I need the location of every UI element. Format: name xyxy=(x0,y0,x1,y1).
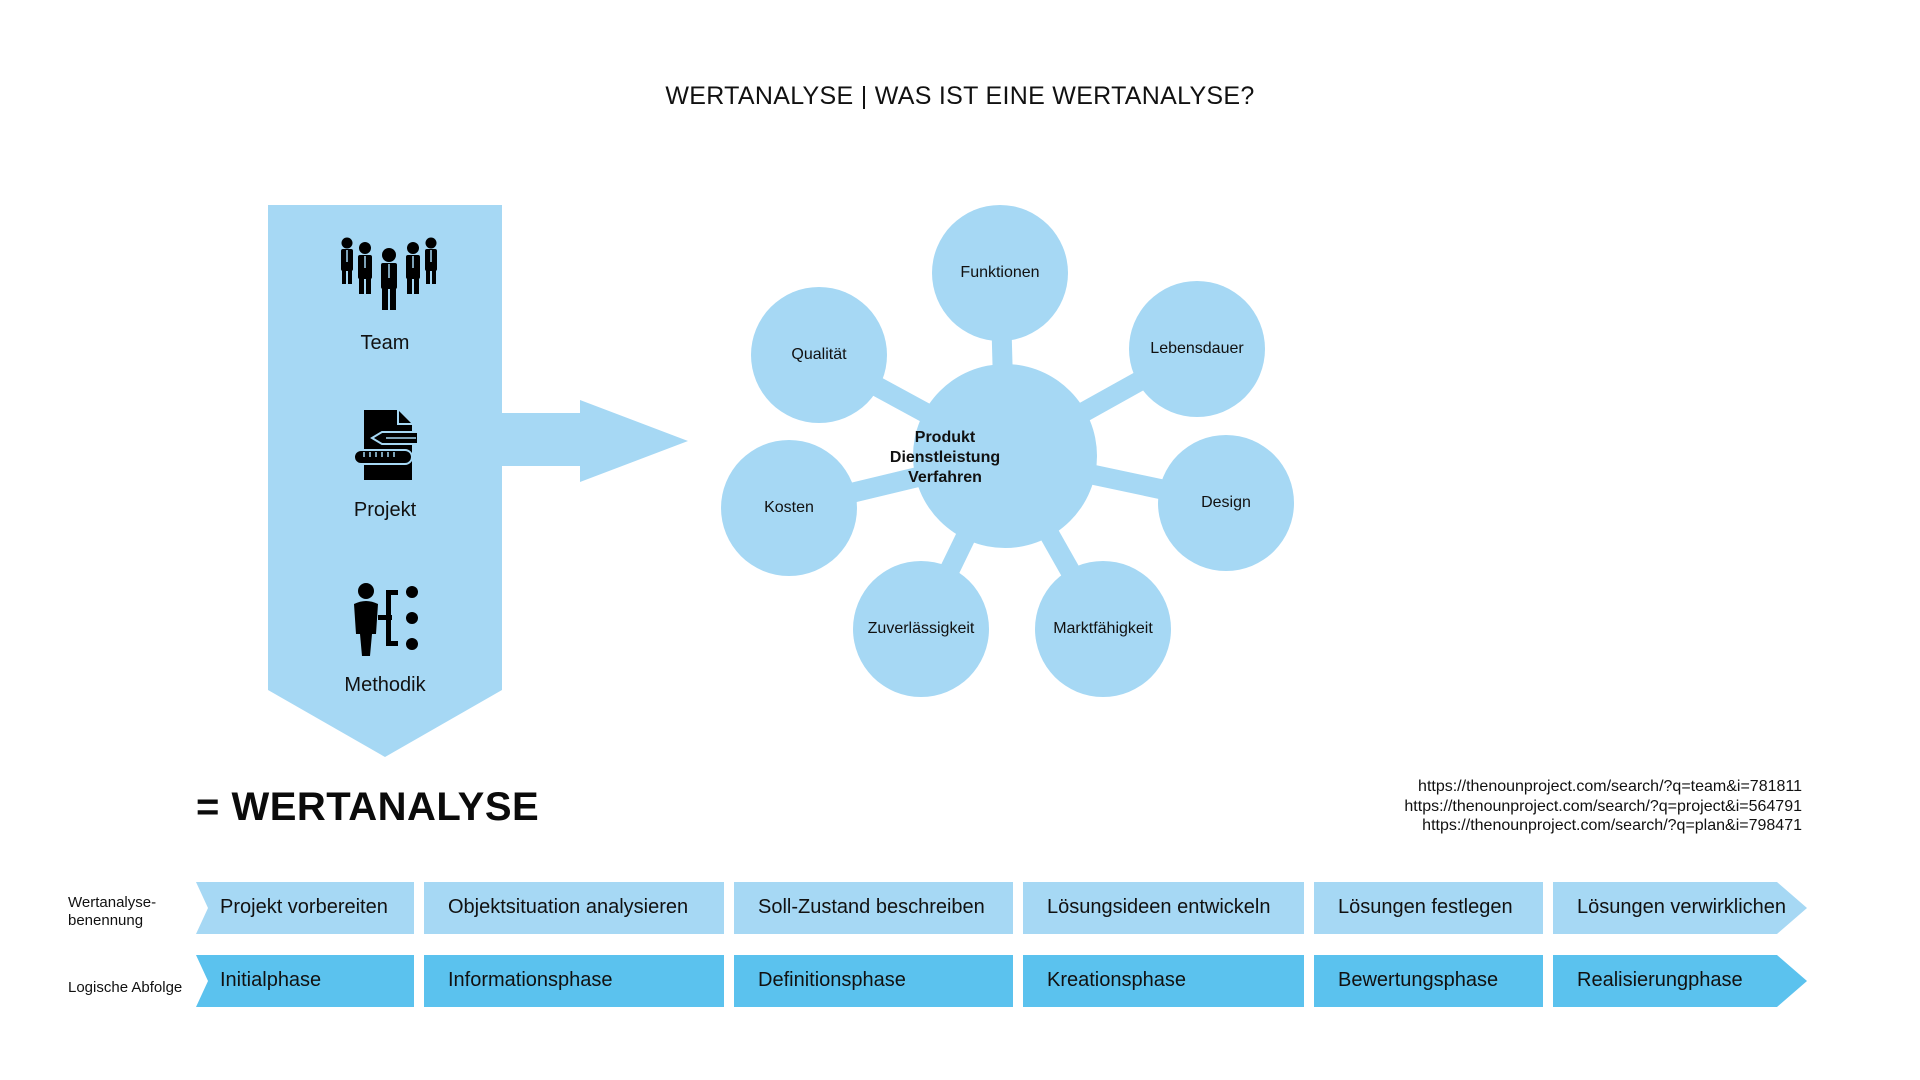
row-label-sequence: Logische Abfolge xyxy=(68,979,183,996)
center-label-line: Dienstleistung xyxy=(889,449,1001,466)
naming-step-label: Soll-Zustand beschreiben xyxy=(758,896,985,918)
row-label-line: benennung xyxy=(68,912,144,929)
phase-label: Informationsphase xyxy=(448,969,613,991)
bubbles xyxy=(721,205,1294,697)
phase-segment xyxy=(734,955,1013,1007)
naming-step-segment xyxy=(424,882,724,934)
source-links: https://thenounproject.com/search/?q=tea… xyxy=(1404,777,1802,836)
panel-label-projekt: Projekt xyxy=(353,499,417,521)
bubble-label-kosten: Kosten xyxy=(764,499,814,516)
source-link[interactable]: https://thenounproject.com/search/?q=pro… xyxy=(1404,797,1802,815)
naming-step-segment xyxy=(1023,882,1304,934)
page-title: WERTANALYSE | WAS IST EINE WERTANALYSE? xyxy=(665,82,1255,110)
satellite-bubble-design xyxy=(1158,435,1294,571)
panel-label-methodik: Methodik xyxy=(344,674,426,696)
bubble-label-qualitaet: Qualität xyxy=(791,346,847,363)
center-bubble xyxy=(913,364,1097,548)
naming-step-label: Objektsituation analysieren xyxy=(448,896,689,918)
team-icon xyxy=(341,237,437,310)
satellite-bubble-lebensdauer xyxy=(1129,281,1265,417)
phase-label: Initialphase xyxy=(220,969,322,991)
method-plan-icon xyxy=(354,583,418,656)
phase-label: Kreationsphase xyxy=(1047,969,1186,991)
naming-step-segment xyxy=(1553,882,1807,934)
satellite-bubble-marktfähigkeit xyxy=(1035,561,1171,697)
phase-segment xyxy=(1314,955,1543,1007)
phase-label: Definitionsphase xyxy=(758,969,906,991)
bubble-label-marktfaehigkeit: Marktfähigkeit xyxy=(1053,620,1153,637)
row-label-naming: Wertanalyse- benennung xyxy=(68,894,156,930)
project-document-icon xyxy=(353,410,419,480)
process-segments xyxy=(196,882,1807,1007)
bubble-label-funktionen: Funktionen xyxy=(960,264,1040,281)
naming-step-segment xyxy=(1314,882,1543,934)
result-title: = WERTANALYSE xyxy=(196,785,540,829)
phase-label: Bewertungsphase xyxy=(1338,969,1499,991)
source-link[interactable]: https://thenounproject.com/search/?q=tea… xyxy=(1418,778,1802,795)
satellite-bubble-zuverlässigkeit xyxy=(853,561,989,697)
bubble-label-design: Design xyxy=(1201,494,1251,511)
phase-segment xyxy=(196,955,414,1007)
source-link[interactable]: https://thenounproject.com/search/?q=pla… xyxy=(1422,817,1802,834)
phase-segment xyxy=(1553,955,1807,1007)
bubble-label-zuverlaessigkeit: Zuverlässigkeit xyxy=(867,620,975,637)
phase-segment xyxy=(424,955,724,1007)
center-label-line: Produkt xyxy=(914,429,976,446)
naming-step-label: Lösungen festlegen xyxy=(1338,896,1513,918)
center-label-line: Verfahren xyxy=(908,469,982,486)
inputs-panel xyxy=(268,205,502,757)
satellite-bubble-funktionen xyxy=(932,205,1068,341)
arrow-right-icon xyxy=(500,400,688,482)
naming-step-label: Lösungsideen entwickeln xyxy=(1047,896,1271,918)
naming-step-segment xyxy=(196,882,414,934)
bubble-label-lebensdauer: Lebensdauer xyxy=(1150,340,1244,357)
phase-segment xyxy=(1023,955,1304,1007)
phase-label: Realisierungphase xyxy=(1577,969,1743,991)
naming-step-segment xyxy=(734,882,1013,934)
row-label-line: Wertanalyse- xyxy=(68,894,157,911)
satellite-bubble-kosten xyxy=(721,440,857,576)
center-bubble-label: Produkt Dienstleistung Verfahren xyxy=(890,428,1000,488)
satellite-bubble-qualität xyxy=(751,287,887,423)
panel-label-team: Team xyxy=(360,332,410,354)
naming-step-label: Lösungen verwirklichen xyxy=(1577,896,1787,918)
naming-step-label: Projekt vorbereiten xyxy=(220,896,388,918)
